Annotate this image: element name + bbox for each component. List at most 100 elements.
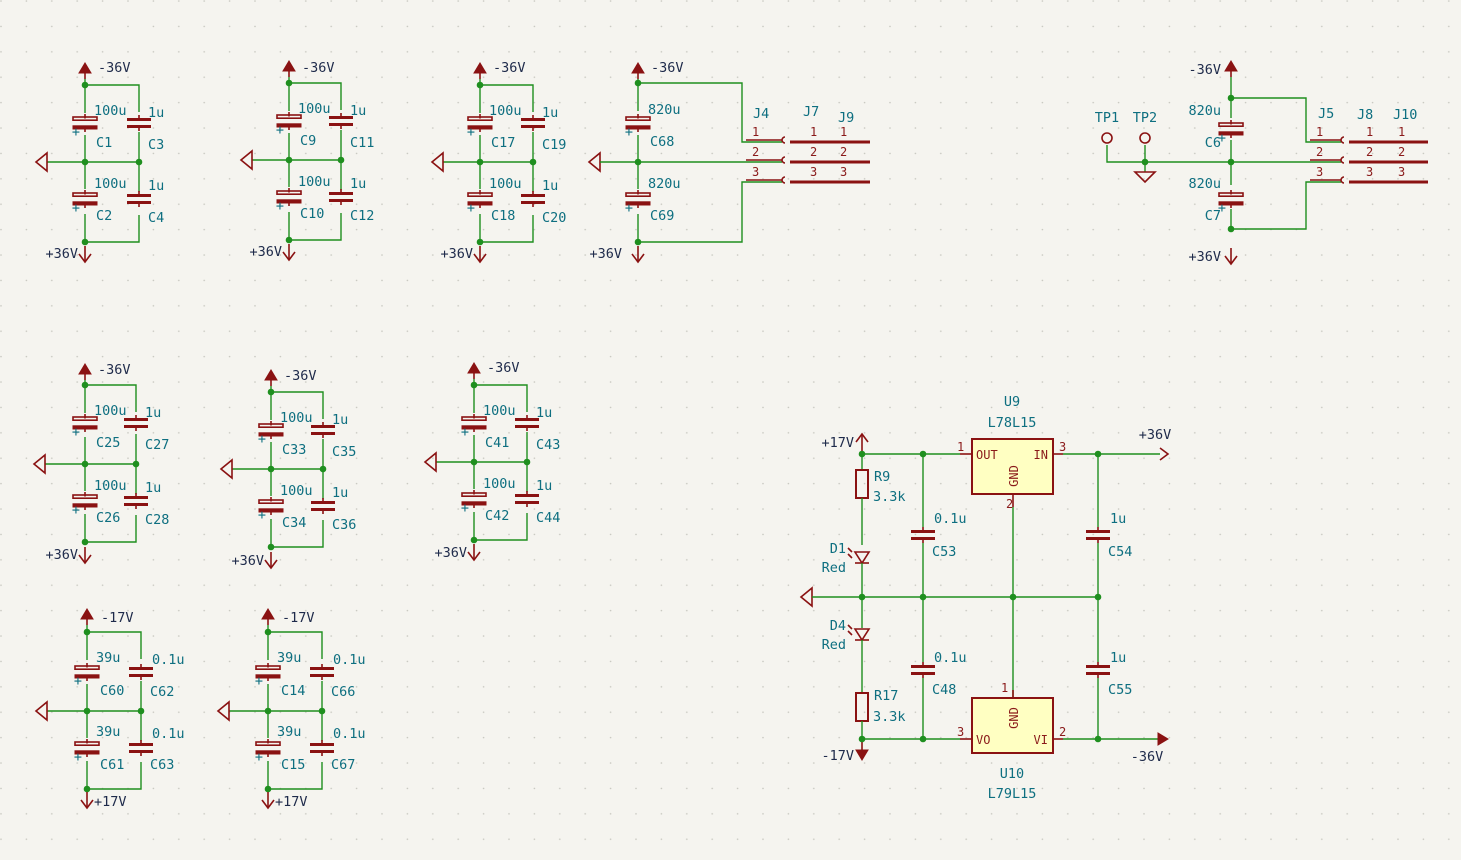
- cap-plate-open: [276, 190, 302, 196]
- junction-dot: [337, 156, 345, 164]
- cap-value-label: 1u: [1110, 511, 1126, 527]
- junction-dot: [83, 785, 91, 793]
- cap-ref-label: C18: [491, 208, 515, 224]
- plus-sign: +: [467, 200, 475, 216]
- neg36-label: -36V: [1131, 749, 1164, 765]
- neg17-label: -17V: [282, 610, 315, 626]
- cap-value-label: 1u: [350, 176, 366, 192]
- cap-value-label: 100u: [483, 476, 516, 492]
- cap-value-label: 39u: [277, 650, 301, 666]
- plus-sign: +: [72, 200, 80, 216]
- cap-ref-label: C1: [96, 135, 112, 151]
- junction-dot: [1094, 735, 1102, 743]
- connector-ref: J8: [1357, 107, 1373, 123]
- junction-dot: [83, 707, 91, 715]
- capacitor-symbol: [521, 115, 545, 131]
- polarized-capacitor-symbol: +: [461, 490, 487, 516]
- pos36-label: +36V: [45, 246, 78, 262]
- plus-sign: +: [467, 124, 475, 140]
- cap-plate-solid: [467, 125, 493, 130]
- pin-number: 1: [1316, 125, 1323, 139]
- cap-value-label: 100u: [280, 410, 313, 426]
- capacitor-symbol: [310, 740, 334, 756]
- u10-ref: U10: [1000, 766, 1024, 782]
- ground-symbol: [34, 151, 48, 173]
- junction-dot: [81, 538, 89, 546]
- pin-number: 1: [752, 125, 759, 139]
- cap-value-label: 1u: [1110, 650, 1126, 666]
- cap-plate-open: [467, 192, 493, 198]
- capacitor-symbol: [311, 498, 335, 514]
- rail-wire-bottom: [87, 762, 142, 790]
- pos36-label: +36V: [434, 545, 467, 561]
- pin-number: 2: [1059, 725, 1066, 739]
- cap-plate-open: [625, 192, 651, 198]
- plus-sign: +: [1218, 130, 1226, 146]
- polarized-capacitor-symbol: +: [74, 739, 100, 765]
- polarized-capacitor-symbol: +: [1218, 190, 1244, 216]
- polarized-capacitor-symbol: +: [276, 112, 302, 138]
- cap-plate-solid: [255, 674, 281, 679]
- ground-symbol: [34, 700, 48, 722]
- cap-value-label: 1u: [332, 412, 348, 428]
- cap-ref-label: C68: [650, 134, 674, 150]
- polarized-capacitor-symbol: +: [461, 414, 487, 440]
- cap-value-label: 1u: [332, 485, 348, 501]
- pin-number: 3: [957, 725, 964, 739]
- junction-dot: [529, 158, 537, 166]
- power-arrow-right-open: [1159, 447, 1170, 461]
- cap-ref-label: C60: [100, 683, 124, 699]
- neg36-label: -36V: [493, 60, 526, 76]
- cap-plate-solid: [72, 503, 98, 508]
- neg36-label: -36V: [284, 368, 317, 384]
- r9-ref: R9: [874, 469, 890, 485]
- capacitor-symbol: [129, 740, 153, 756]
- capacitor-symbol: [911, 527, 935, 543]
- power-arrow-down: [473, 253, 487, 264]
- pin-number: 3: [1366, 165, 1373, 179]
- pin-number: 3: [840, 165, 847, 179]
- power-arrow-down: [78, 554, 92, 565]
- cap-ref-label: C12: [350, 208, 374, 224]
- plus-sign: +: [276, 122, 284, 138]
- cap-ref-label: C10: [300, 206, 324, 222]
- cap-ref-label: C41: [485, 435, 509, 451]
- cap-ref-label: C62: [150, 684, 174, 700]
- socket-contact: [781, 136, 786, 144]
- led-emission: [847, 624, 853, 636]
- cap-plate-solid: [72, 201, 98, 206]
- cap-plate-solid: [625, 201, 651, 206]
- r9-value: 3.3k: [873, 489, 906, 505]
- cap-ref-label: C25: [96, 435, 120, 451]
- junction-dot: [264, 785, 272, 793]
- plus-sign: +: [1218, 200, 1226, 216]
- junction-dot: [267, 465, 275, 473]
- c53-ref: C53: [932, 544, 956, 560]
- cap-value-label: 1u: [536, 478, 552, 494]
- wire: [1231, 181, 1341, 230]
- pin-number: 1: [957, 440, 964, 454]
- junction-dot: [470, 458, 478, 466]
- capacitor-symbol: [311, 422, 335, 438]
- capacitor-symbol: [1086, 527, 1110, 543]
- pin-number: 1: [1366, 125, 1373, 139]
- cap-value-label: 100u: [489, 103, 522, 119]
- cap-value-label: 39u: [96, 650, 120, 666]
- cap-value-label: 1u: [148, 178, 164, 194]
- rail-wire-bottom: [85, 515, 137, 543]
- cap-value-label: 100u: [298, 174, 331, 190]
- polarized-capacitor-symbol: +: [625, 190, 651, 216]
- junction-dot: [285, 236, 293, 244]
- pos36-label: +36V: [1188, 249, 1221, 265]
- pin-number: 3: [1398, 165, 1405, 179]
- pin-name-gnd: GND: [1007, 707, 1021, 729]
- pin-name-gnd: GND: [1007, 465, 1021, 487]
- junction-dot: [81, 460, 89, 468]
- neg36-label: -36V: [1188, 62, 1221, 78]
- junction-dot: [919, 450, 927, 458]
- rail-wire-top: [85, 384, 137, 412]
- led-emission: [847, 547, 853, 559]
- pin-number: 3: [1316, 165, 1323, 179]
- junction-dot: [81, 238, 89, 246]
- cap-value-label: 0.1u: [934, 511, 967, 527]
